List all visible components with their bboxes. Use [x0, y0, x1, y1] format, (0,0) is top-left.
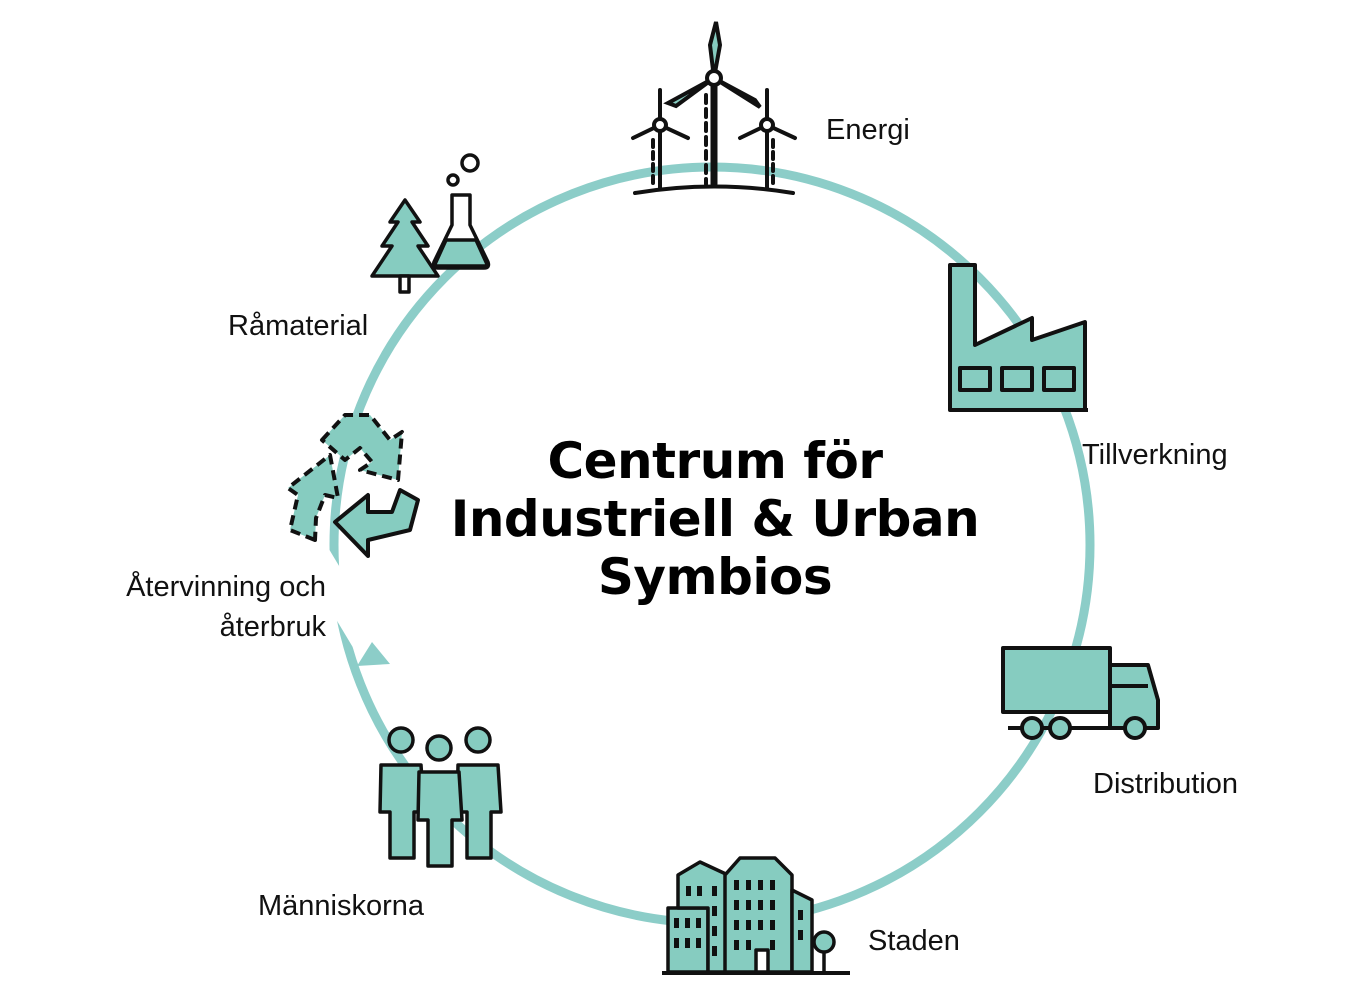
recycling-label-line-1: Återvinning och [126, 571, 326, 603]
factory-icon [948, 263, 1088, 412]
people-icon [378, 726, 503, 868]
raw-material-label: Råmaterial [228, 310, 369, 342]
cycle-arrow-icon [357, 642, 390, 666]
energy-label: Energi [826, 114, 910, 146]
title-line-1: Centrum för [547, 432, 883, 490]
truck-icon [1001, 646, 1160, 740]
diagram-title: Centrum för Industriell & Urban Symbios [405, 432, 1025, 606]
city-label: Staden [868, 925, 960, 957]
distribution-label: Distribution [1093, 768, 1239, 800]
recycling-label: Återvinning och återbruk [90, 567, 326, 647]
title-line-3: Symbios [597, 548, 833, 606]
city-buildings-icon [662, 856, 850, 975]
recycle-icon [286, 413, 420, 558]
title-line-2: Industriell & Urban [450, 490, 980, 548]
tree-flask-icon [370, 153, 491, 294]
people-label: Människorna [258, 890, 425, 922]
wind-turbines-icon [631, 21, 797, 195]
manufacturing-label: Tillverkning [1082, 439, 1228, 471]
recycling-label-line-2: återbruk [219, 611, 326, 643]
